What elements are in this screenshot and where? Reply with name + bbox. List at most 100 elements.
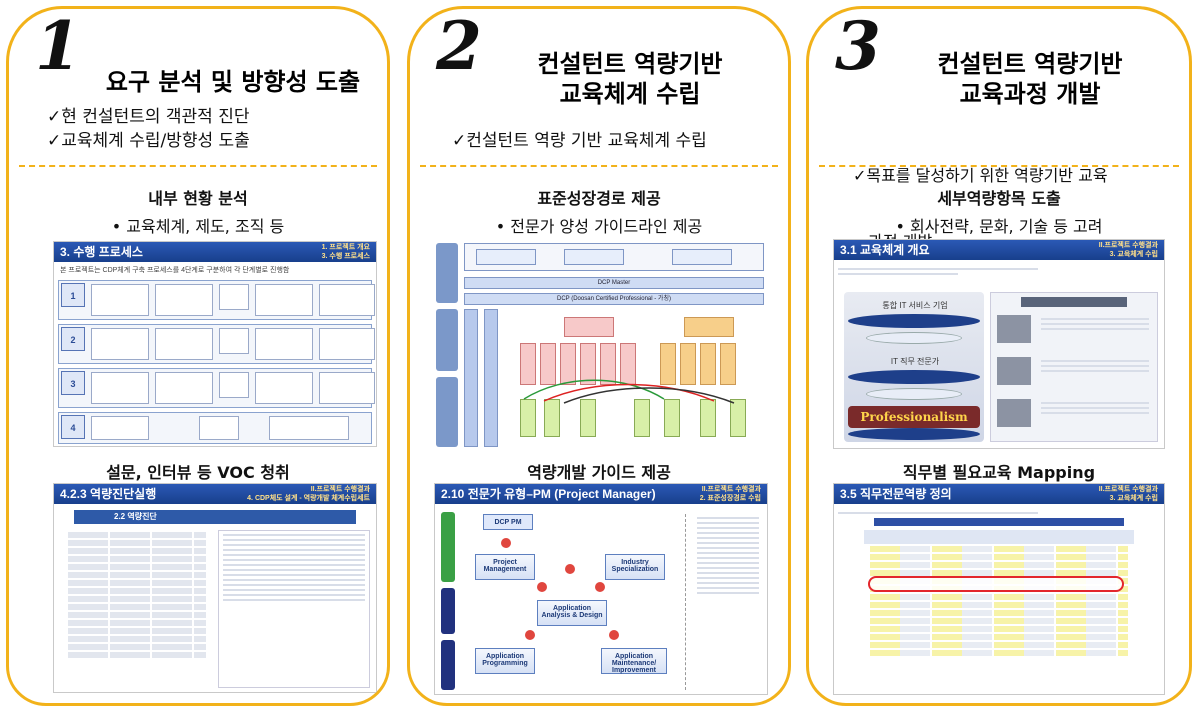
table-row [223,534,365,536]
green-col [664,399,680,437]
box [672,249,732,265]
category-cell [997,315,1031,343]
node-maintenance: Application Maintenance/ Improvement [601,648,667,674]
step-marker [565,564,575,574]
table-row [68,636,206,642]
cell [155,284,213,316]
title-line: 컨설턴트 역량기반 [937,50,1123,78]
cell [319,372,375,404]
cell [91,416,149,440]
panel-step-2: 2 컨설턴트 역량기반 교육체계 수립 ✓컨설턴트 역량 기반 교육체계 수립 … [407,6,791,706]
table-row [223,549,365,551]
slide-title: 2.10 전문가 유형–PM (Project Manager) [441,487,656,501]
side-label [436,377,458,447]
cell [319,284,375,316]
table-row [223,564,365,566]
category-cell [997,357,1031,385]
table-row [223,544,365,546]
cell [269,416,349,440]
text-line [1041,360,1149,362]
vertical-box [484,309,498,447]
step-number: 3 [835,7,881,85]
right-table [218,530,370,688]
text-line [838,512,1038,514]
table-title-bar [874,518,1124,526]
process-row: 4 [58,412,372,444]
desc-lines [1037,399,1153,417]
inner-title-bar: 2.2 역량진단 [74,510,356,524]
cell [255,284,313,316]
text-line [697,527,759,529]
cell [91,284,149,316]
text-line [1041,402,1149,404]
node-analysis-design: Application Analysis & Design [537,600,607,626]
section-heading: 설문, 인터뷰 등 VOC 청취 [106,463,290,482]
ellipse-band [848,314,980,328]
pyramid-area: 통합 IT 서비스 기업 IT 직무 전문가 Professionalism [844,292,984,442]
mapping-table [864,546,1134,676]
table-row [68,540,206,546]
slide-caption: 본 프로젝트는 CDP체계 구축 프로세스를 4단계로 구분하여 각 단계별로 … [60,267,290,274]
step-marker [595,582,605,592]
table-row [223,569,365,571]
panel-title: 컨설턴트 역량기반 교육과정 개발 [885,49,1175,109]
cell [255,372,313,404]
text-line [697,592,759,594]
pink-col [520,343,536,385]
title-line: 요구 분석 및 방향성 도출 [105,68,361,96]
table-row [223,559,365,561]
separator [685,514,686,690]
panel-title: 요구 분석 및 방향성 도출 [83,67,383,97]
panel-step-3: 3 컨설턴트 역량기반 교육과정 개발 ✓목표를 달성하기 위한 역량기반 교육… [806,6,1192,706]
green-col [730,399,746,437]
slide-section-label: 1. 프로젝트 개요 3. 수행 프로세스 [322,243,370,261]
row-tag: 2 [61,327,85,351]
slide-thumbnail-growth-path: DCP Master DCP (Doosan Certified Profess… [434,239,768,449]
slide-section-label: II.프로젝트 수행결과 2. 표준성장경로 수립 [700,485,761,503]
table-row [870,618,1128,624]
slide-section-line: II.프로젝트 수행결과 [1098,486,1158,493]
cell [219,284,249,310]
text-line [697,572,759,574]
category-cell [997,399,1031,427]
slide-section-line: 3. 교육체계 수립 [1109,495,1158,502]
slide-section-line: 4. CDP체도 설계 - 역량개발 체계수립세트 [247,495,370,502]
text-line [697,522,759,524]
check-list: ✓현 컨설턴트의 객관적 진단 ✓교육체계 수립/방향성 도출 [47,105,250,153]
table-row [870,610,1128,616]
title-line: 교육체계 수립 [559,80,701,108]
text-line [1041,323,1149,325]
step-marker [501,538,511,548]
table-row [870,626,1128,632]
node-project-management: Project Management [475,554,535,580]
slide-section-label: II.프로젝트 수행결과 3. 교육체계 수립 [1099,241,1158,259]
table-row [223,579,365,581]
green-col [634,399,650,437]
table-row [223,589,365,591]
dashed-divider [819,165,1179,167]
table-row [870,594,1128,600]
node-programming: Application Programming [475,648,535,674]
cell [91,328,149,360]
table-row [870,570,1128,576]
section-heading: 표준성장경로 제공 [537,189,661,208]
table-row [68,596,206,602]
table-row [870,650,1128,656]
pm-box [564,317,614,337]
table-row [223,574,365,576]
process-row: 3 [58,368,375,408]
cell [91,372,149,404]
box [564,249,624,265]
pink-col [540,343,556,385]
text-line [697,542,759,544]
label-company: 통합 IT 서비스 기업 [882,301,948,310]
table-row [68,612,206,618]
table-row [68,564,206,570]
label-it-expert: IT 직무 전문가 [890,357,940,366]
slide-title-bar: 3.1 교육체계 개요 II.프로젝트 수행결과 3. 교육체계 수립 [834,240,1164,260]
text-line [1041,365,1149,367]
table-row [870,634,1128,640]
table-row [68,580,206,586]
ellipse-band [848,428,980,440]
text-line [697,577,759,579]
